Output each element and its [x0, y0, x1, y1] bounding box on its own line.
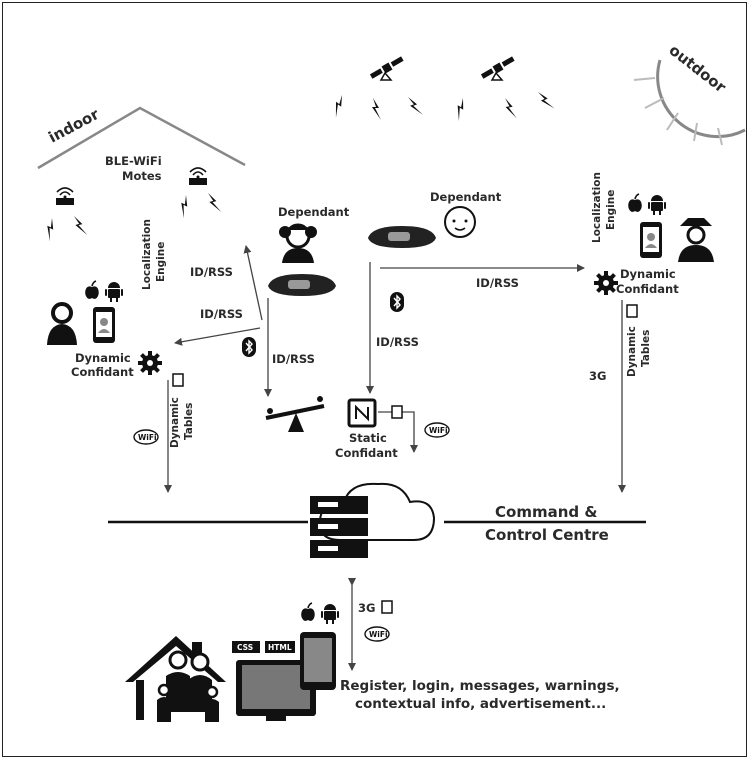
lightning-icon [328, 94, 349, 118]
wifi-badge-label: WiFi [429, 426, 448, 435]
smartphone-icon [93, 307, 115, 343]
css-badge-label: CSS [237, 643, 253, 652]
lightning-icon [175, 194, 194, 219]
gear-icon [594, 271, 618, 295]
arrow-to-motes [243, 245, 263, 321]
lightning-icon [451, 97, 470, 122]
loc-engine-right-label-1: Localization [591, 172, 603, 243]
apple-icon [627, 193, 643, 213]
dynamic-confidant-left-1: Dynamic [75, 351, 131, 365]
ccc-label-2: Control Centre [485, 526, 609, 544]
dynamic-confidant-left-2: Confidant [71, 365, 134, 379]
table-icon [391, 405, 403, 419]
indoor-roof [37, 106, 246, 170]
dynamic-tables-right-2: Tables [640, 330, 652, 367]
satellite-icon [480, 55, 516, 81]
nfc-icon [347, 398, 377, 428]
wifi-badge-label: WiFi [369, 630, 388, 639]
css-badge [232, 641, 260, 653]
family-icon [157, 650, 219, 722]
baby-face-icon [444, 206, 476, 238]
bracelet-icon [368, 226, 436, 248]
house-icon [125, 636, 226, 720]
dynamic-tables-left-1: Dynamic [169, 397, 181, 448]
lightning-icon [407, 94, 424, 119]
police-officer-icon [678, 218, 714, 262]
loc-engine-right-label-2: Engine [605, 190, 617, 230]
lightning-icon [537, 88, 555, 113]
dynamic-tables-right-1: Dynamic [626, 326, 638, 377]
bracelet-icon [268, 274, 336, 296]
woman-icon [47, 302, 77, 345]
html-badge-label: HTML [268, 643, 292, 652]
outdoor-label: outdoor [666, 41, 730, 97]
router-icon [55, 187, 75, 206]
satellite-icon [369, 55, 405, 81]
lightning-icon [73, 213, 88, 238]
dependant-left-label: Dependant [278, 205, 350, 219]
html-badge [265, 641, 295, 653]
android-icon [321, 604, 339, 624]
android-icon [648, 195, 666, 215]
dependant-right-label: Dependant [430, 190, 502, 204]
sun-icon [633, 59, 746, 146]
dynamic-confidant-right-2: Confidant [616, 282, 679, 296]
ble-wifi-motes-label-1: BLE-WiFi [105, 154, 162, 168]
id-rss-label-5: ID/RSS [376, 335, 419, 349]
ccc-label-1: Command & [495, 503, 597, 521]
apple-icon [84, 280, 100, 300]
3g-badge: 3G [589, 369, 606, 383]
table-icon [381, 600, 393, 614]
server-icon [310, 496, 368, 558]
id-rss-label-1: ID/RSS [190, 265, 233, 279]
static-confidant-arrow [378, 411, 418, 453]
dynamic-confidant-right-1: Dynamic [620, 267, 676, 281]
girl-icon [279, 223, 317, 263]
3g-badge: 3G [358, 601, 375, 615]
loc-engine-left-label-2: Engine [155, 242, 167, 282]
lightning-icon [372, 98, 381, 120]
dynamic-tables-left-2: Tables [183, 403, 195, 440]
static-confidant-label-2: Confidant [335, 446, 398, 460]
gear-icon [138, 351, 162, 375]
android-icon [105, 282, 123, 302]
apple-icon [300, 602, 316, 622]
bottom-caption-1: Register, login, messages, warnings, [340, 678, 620, 694]
lightning-icon [207, 190, 222, 215]
table-icon [626, 304, 638, 318]
id-rss-label-4: ID/RSS [476, 276, 519, 290]
seesaw-icon [265, 396, 325, 432]
indoor-label: indoor [45, 105, 102, 147]
arrow-to-left-confidant [174, 327, 261, 346]
lightning-icon [41, 217, 60, 242]
id-rss-label-2: ID/RSS [200, 307, 243, 321]
bluetooth-icon [389, 291, 405, 313]
static-confidant-label-1: Static [349, 431, 387, 445]
bluetooth-icon [241, 336, 257, 358]
router-icon [188, 167, 208, 186]
id-rss-label-3: ID/RSS [272, 352, 315, 366]
bottom-caption-2: contextual info, advertisement... [355, 696, 606, 712]
lightning-icon [504, 96, 517, 120]
smartphone-icon [300, 632, 336, 690]
table-icon [172, 373, 184, 387]
loc-engine-left-label-1: Localization [141, 219, 153, 290]
monitor-icon [236, 660, 316, 721]
smartphone-icon [640, 222, 662, 258]
wifi-badge-label: WiFi [138, 433, 157, 442]
ble-wifi-motes-label-2: Motes [122, 169, 162, 183]
